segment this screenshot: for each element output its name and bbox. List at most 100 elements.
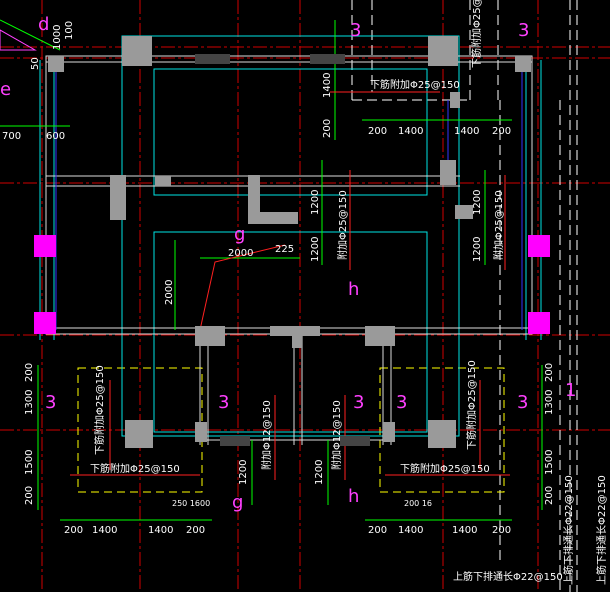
column-tr [428,36,458,66]
rebar-label-right-h: 下筋附加Φ25@150 [400,462,490,475]
rebar-label-mid-v1: 附加Φ25@150 [336,190,349,260]
dim-1300-l: 1300 [24,390,35,415]
column-tl [122,36,152,66]
column-br [428,420,456,448]
grid-tag-1-r: 1 [565,380,576,401]
pink-column-2 [34,312,56,334]
rebar-label-bottom: 上筋下排通长Φ22@150 [453,570,563,583]
pink-columns [34,235,550,334]
column-small-11 [383,422,395,442]
beam-stub-3 [220,436,250,446]
dim-b-l-1400b: 1400 [148,525,173,536]
columns [48,36,531,448]
rebar-diag [199,244,286,331]
beam-stub-1 [195,54,230,64]
column-small-2 [365,326,395,346]
dimension-text: 200 1400 1400 200 1400 200 1200 1200 120… [2,21,555,536]
dim-1200-r1: 1200 [472,190,483,215]
dim-1500-r: 1500 [544,450,555,475]
pink-column-4 [528,312,550,334]
dim-1300-r: 1300 [544,390,555,415]
column-small-6 [455,205,473,219]
slab-edge-right [379,367,505,493]
dim-2000-h: 2000 [228,248,253,259]
rebar-label-left-v: 下筋附加Φ25@150 [93,365,106,455]
dimension-lines [0,19,543,521]
corner-mark [0,29,37,51]
wall-inner-top [153,68,428,196]
grid-tag-g-mid: g [234,224,245,245]
dim-1200-r2: 1200 [472,237,483,262]
rebar-label-far-r2: 上筋下排通长Φ22@150 [595,475,608,585]
grid-tag-3-br: 3 [396,392,407,413]
grid-tag-3-l: 3 [45,392,56,413]
column-bl [125,420,153,448]
dim-b-r-1400b: 1400 [452,525,477,536]
wall-inner-bottom [153,231,428,433]
dim-small-br: 200 16 [404,499,432,508]
grid-tag-d: d [38,14,49,35]
dim-left-600: 600 [46,131,65,142]
column-small-5 [440,160,456,185]
dim-b-l-200b: 200 [186,525,205,536]
column-small-3 [110,175,126,220]
dim-2000-v: 2000 [164,280,175,305]
grid-tag-3-r: 3 [517,392,528,413]
grid-tag-h-bot: h [348,486,359,507]
beam-stub-2 [310,54,345,64]
dim-200-r-bot: 200 [544,486,555,505]
grid-tag-g-bot: g [232,492,243,513]
beam-stub-4 [340,436,370,446]
rebar-label-bc-v1: 附加Φ12@150 [260,400,273,470]
rebar-label-bc-v2: 附加Φ12@150 [330,400,343,470]
column-small-9 [450,92,460,108]
pink-column-3 [528,235,550,257]
rebar-label-top-right: 下筋附加Φ25@150 [370,78,460,91]
grid-tag-3-tr: 3 [518,20,529,41]
dim-1200-bc2: 1200 [314,460,325,485]
wall-outer [121,35,460,437]
dim-1400-v-top: 1400 [322,73,333,98]
column-small-12 [292,332,302,348]
beam-stub-5 [270,326,320,336]
dim-200-l-top: 200 [24,363,35,382]
wall-outlines [39,35,542,437]
grid-tag-h-mid: h [348,279,359,300]
column-small-4 [248,175,260,220]
dim-1500-l: 1500 [24,450,35,475]
dim-b-r-1400a: 1400 [398,525,423,536]
beam-stub-6 [155,176,171,186]
beam-l-1 [248,212,298,224]
rebar-label-far-r1: 上筋下排通长Φ22@150 [562,475,575,585]
dim-200-tl: 200 [368,126,387,137]
dim-b-r-200a: 200 [368,525,387,536]
grid-tag-3-top: 3 [350,20,361,41]
dim-1400-tr: 1400 [454,126,479,137]
rebar-label-top-vertical: 下筋附加Φ25@150 [470,0,483,68]
rebar-label-left-h: 下筋附加Φ25@150 [90,462,180,475]
dim-left-100: 100 [64,21,75,40]
rebar-label-right-v: 下筋附加Φ25@150 [465,360,478,450]
dim-b-l-1400a: 1400 [92,525,117,536]
column-small-8 [515,56,531,72]
pink-column-1 [34,235,56,257]
column-small-7 [48,56,64,72]
dim-left-1000: 1000 [52,25,63,50]
grid-tag-3-bc: 3 [353,392,364,413]
dim-left-50: 50 [30,57,41,70]
dim-200-v-top: 200 [322,119,333,138]
grid-tag-e-l: e [0,79,11,100]
dim-1400-tl: 1400 [398,126,423,137]
rebar-label-mid-v2: 附加Φ25@150 [492,190,505,260]
dim-225: 225 [275,244,294,255]
dim-200-r-top: 200 [544,363,555,382]
dim-b-r-200b: 200 [492,525,511,536]
dim-1200-bc1: 1200 [238,460,249,485]
column-small-1 [195,326,225,346]
dim-200-l-bot: 200 [24,486,35,505]
grid-tags: d 3 3 g h 3 3 3 3 3 g h 1 e [0,14,576,513]
column-small-10 [195,422,207,442]
